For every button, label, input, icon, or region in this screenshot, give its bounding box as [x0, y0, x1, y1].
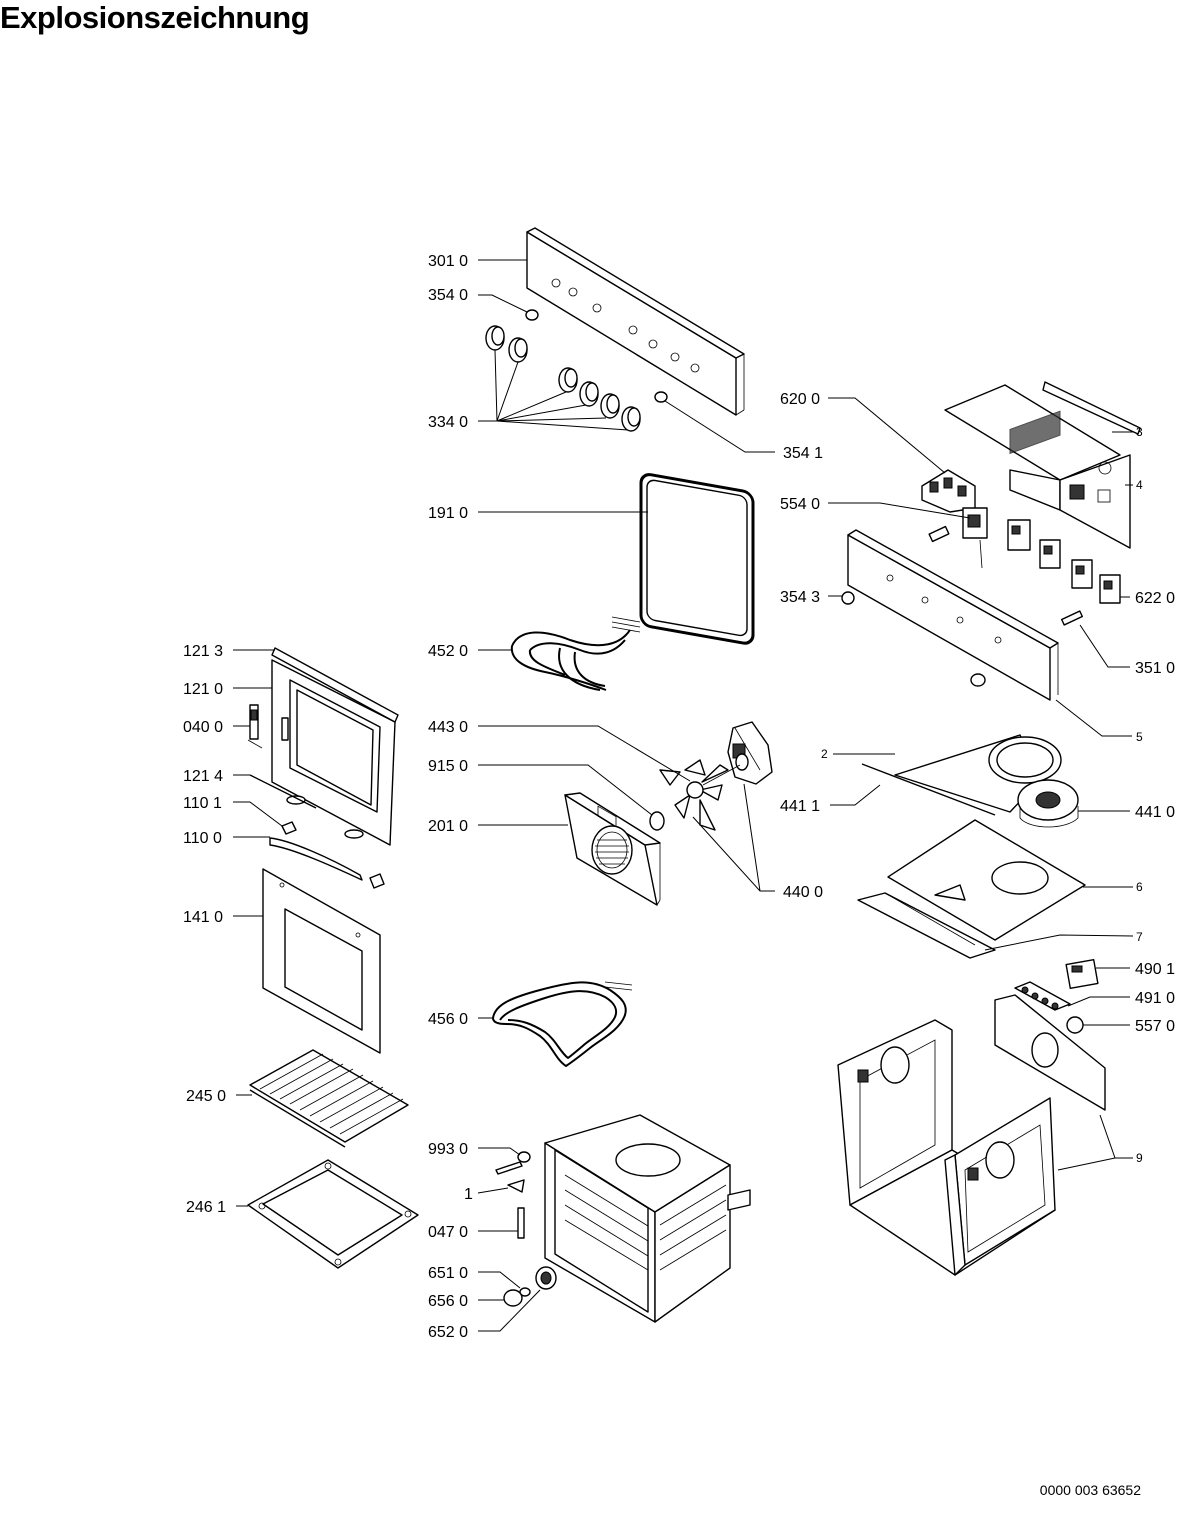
callout-354-0: 354 0 [428, 287, 468, 304]
callout-1: 1 [464, 1186, 473, 1203]
callout-915-0: 915 0 [428, 758, 468, 775]
control-module-drawing [944, 381, 1141, 549]
callout-121-0: 121 0 [183, 681, 223, 698]
callout-201-0: 201 0 [428, 818, 468, 835]
callout-651-0: 651 0 [428, 1265, 468, 1282]
door-handle-drawing [269, 837, 385, 889]
fan-motor-drawing [727, 721, 773, 785]
callout-121-3: 121 3 [183, 643, 223, 660]
callout-354-3: 354 3 [780, 589, 820, 606]
panel-bracket-drawing [847, 529, 1059, 701]
oven-cavity-drawing [544, 1114, 751, 1323]
callout-5: 5 [1136, 730, 1143, 744]
callout-3: 3 [1136, 425, 1143, 439]
outer-housing-drawing [837, 994, 1106, 1276]
door-inner-frame-drawing [271, 647, 399, 846]
callout-191-0: 191 0 [428, 505, 468, 522]
callout-301-0: 301 0 [428, 253, 468, 270]
callout-141-0: 141 0 [183, 909, 223, 926]
top-heating-element-drawing [510, 616, 641, 691]
callout-351-0: 351 0 [1135, 660, 1175, 677]
top-cover-plate-drawing [887, 819, 1086, 941]
callout-441-0: 441 0 [1135, 804, 1175, 821]
callout-620-0: 620 0 [780, 391, 820, 408]
fan-cover-drawing [564, 792, 661, 906]
terminal-block-drawing [921, 469, 976, 513]
callout-040-0: 040 0 [183, 719, 223, 736]
callout-652-0: 652 0 [428, 1324, 468, 1341]
callout-9: 9 [1136, 1151, 1143, 1165]
callout-440-0: 440 0 [783, 884, 823, 901]
rear-panel-components-drawing [1014, 959, 1099, 1034]
callout-047-0: 047 0 [428, 1224, 468, 1241]
callout-557-0: 557 0 [1135, 1018, 1175, 1035]
callout-6: 6 [1136, 880, 1143, 894]
bottom-heating-element-drawing [492, 981, 633, 1067]
control-panel-drawing [526, 227, 745, 416]
callout-121-4: 121 4 [183, 768, 223, 785]
selector-switches-drawing [1007, 519, 1121, 626]
callout-110-0: 110 0 [183, 830, 222, 847]
baking-tray-drawing [247, 1159, 419, 1269]
cooling-fan-housing-drawing [861, 734, 1079, 828]
callout-452-0: 452 0 [428, 643, 468, 660]
callout-622-0: 622 0 [1135, 590, 1175, 607]
callout-246-1: 246 1 [186, 1199, 226, 1216]
callout-354-1: 354 1 [783, 445, 823, 462]
callout-334-0: 334 0 [428, 414, 468, 431]
callout-441-1: 441 1 [780, 798, 820, 815]
callout-7: 7 [1136, 930, 1143, 944]
callout-491-0: 491 0 [1135, 990, 1175, 1007]
callout-245-0: 245 0 [186, 1088, 226, 1105]
callout-490-1: 490 1 [1135, 961, 1175, 978]
document-number: 0000 003 63652 [1039, 1482, 1141, 1498]
callout-993-0: 993 0 [428, 1141, 468, 1158]
callout-443-0: 443 0 [428, 719, 468, 736]
indicator-lens-354-3-drawing [841, 591, 855, 605]
callout-4: 4 [1136, 478, 1143, 492]
door-strip-drawing [249, 774, 317, 809]
handle-mount-drawing [281, 821, 297, 835]
callout-554-0: 554 0 [780, 496, 820, 513]
callout-110-1: 110 1 [183, 795, 222, 812]
thermostat-drawing [928, 507, 988, 569]
callout-456-0: 456 0 [428, 1011, 468, 1028]
fan-nut-drawing [649, 811, 665, 831]
callout-2: 2 [821, 747, 828, 761]
door-outer-glass-drawing [262, 868, 381, 1054]
oven-door-gasket-drawing [639, 473, 755, 645]
indicator-lens-354-0-drawing [525, 309, 539, 321]
callout-656-0: 656 0 [428, 1293, 468, 1310]
front-rail-drawing [857, 892, 996, 959]
indicator-lens-354-1-drawing [654, 391, 668, 403]
fan-blade-drawing [659, 759, 741, 831]
wire-rack-drawing [249, 1049, 409, 1148]
lamp-and-hinge-small-parts-drawing [495, 1151, 557, 1307]
door-hinge-drawing [247, 704, 263, 749]
control-knobs-drawing [485, 325, 641, 432]
page-title: Explosionszeichnung [0, 0, 310, 35]
